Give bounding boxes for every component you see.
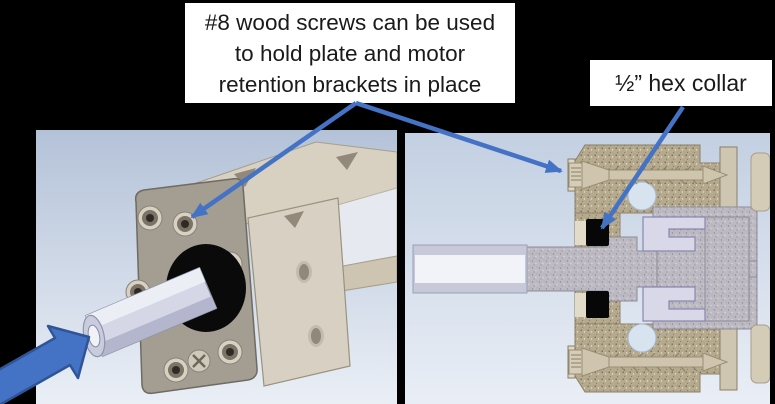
- callout-hex-collar: ½” hex collar: [590, 60, 772, 106]
- cross-section-view-panel: [405, 133, 770, 404]
- hex-collar-lower: [586, 291, 609, 318]
- hex-collar-upper: [586, 219, 609, 246]
- through-hole: [627, 181, 657, 211]
- wood-screw-bottom: [568, 347, 729, 377]
- isometric-view-panel: [36, 130, 397, 404]
- callout-wood-screws: #8 wood screws can be used to hold plate…: [185, 3, 515, 103]
- callout-hex-collar-label: ½” hex collar: [615, 69, 747, 96]
- callout-wood-screws-line3: retention brackets in place: [218, 71, 482, 97]
- callout-wood-screws-line2: to hold plate and motor: [234, 40, 466, 66]
- through-hole: [627, 323, 657, 353]
- shaft-left-end: [412, 244, 528, 294]
- hex-shaft: [82, 267, 218, 358]
- motor-retention-bracket-front: [247, 197, 351, 387]
- phillips-screw-icon: [187, 349, 211, 373]
- callout-wood-screws-line1: #8 wood screws can be used: [204, 9, 496, 35]
